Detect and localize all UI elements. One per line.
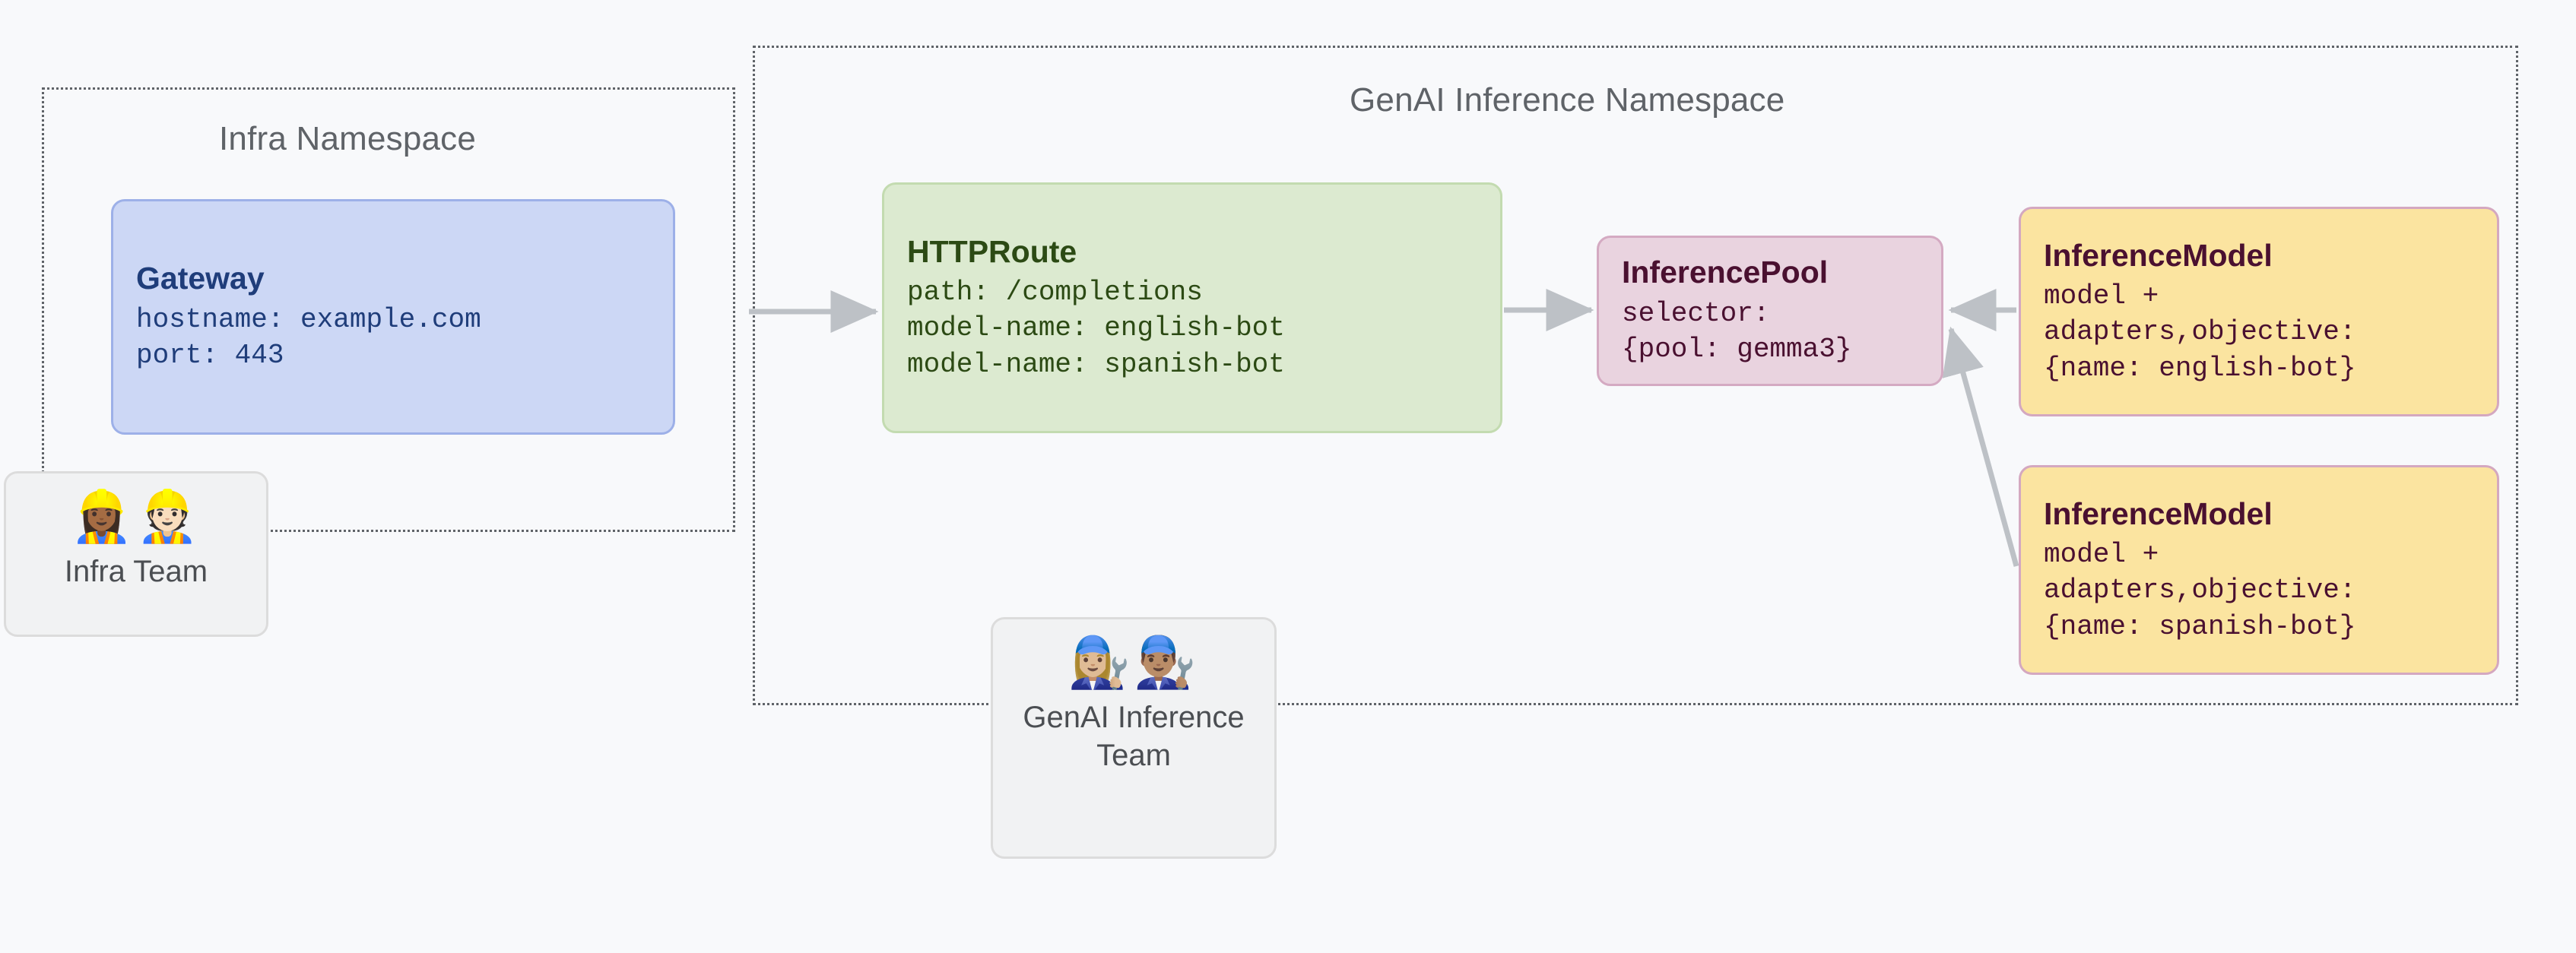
team-badge-infra[interactable]: 👷🏾‍♀️👷🏻 Infra Team (4, 471, 268, 637)
inferencemodel-english-name-line: {name: english-bot} (2044, 352, 2356, 384)
gateway-title: Gateway (136, 261, 265, 296)
inferencepool-title: InferencePool (1622, 255, 1829, 290)
inferencemodel-spanish-title: InferenceModel (2044, 495, 2273, 531)
namespace-infra-title: Infra Namespace (219, 120, 477, 157)
construction-workers-icon: 👷🏾‍♀️👷🏻 (70, 488, 202, 544)
httproute-path-line: path: /completions (907, 276, 1203, 308)
team-badge-infra-label: Infra Team (64, 555, 208, 589)
resource-box-httproute[interactable]: HTTPRoute path: /completions model-name:… (882, 182, 1502, 433)
inferencepool-selector-line: selector: (1622, 297, 1770, 329)
inferencepool-selector-value-line: {pool: gemma3} (1622, 334, 1852, 366)
namespace-genai (753, 46, 2518, 705)
httproute-model-name-spanish-line: model-name: spanish-bot (907, 348, 1285, 380)
httproute-model-name-english-line: model-name: english-bot (907, 312, 1285, 344)
namespace-genai-title: GenAI Inference Namespace (1350, 81, 1785, 119)
inferencemodel-english-title: InferenceModel (2044, 237, 2273, 273)
resource-box-inferencemodel-english[interactable]: InferenceModel model + adapters,objectiv… (2019, 207, 2499, 416)
inferencemodel-spanish-adapters-line: adapters,objective: (2044, 575, 2356, 606)
gateway-port-line: port: 443 (136, 340, 284, 372)
inferencemodel-english-adapters-line: adapters,objective: (2044, 316, 2356, 348)
namespace-infra (42, 87, 735, 532)
inferencemodel-english-model-line: model + (2044, 280, 2159, 312)
team-badge-genai-inference[interactable]: 👩🏼‍🔧👨🏽‍🔧 GenAI Inference Team (991, 617, 1277, 859)
inferencemodel-spanish-name-line: {name: spanish-bot} (2044, 610, 2356, 642)
gateway-hostname-line: hostname: example.com (136, 303, 481, 335)
inferencemodel-spanish-model-line: model + (2044, 538, 2159, 570)
resource-box-inferencemodel-spanish[interactable]: InferenceModel model + adapters,objectiv… (2019, 465, 2499, 675)
resource-box-inferencepool[interactable]: InferencePool selector: {pool: gemma3} (1597, 236, 1943, 386)
mechanics-icon: 👩🏼‍🔧👨🏽‍🔧 (1068, 634, 1200, 690)
httproute-title: HTTPRoute (907, 233, 1077, 269)
team-badge-genai-inference-label: GenAI Inference Team (1023, 701, 1245, 772)
resource-box-gateway[interactable]: Gateway hostname: example.com port: 443 (111, 199, 675, 435)
